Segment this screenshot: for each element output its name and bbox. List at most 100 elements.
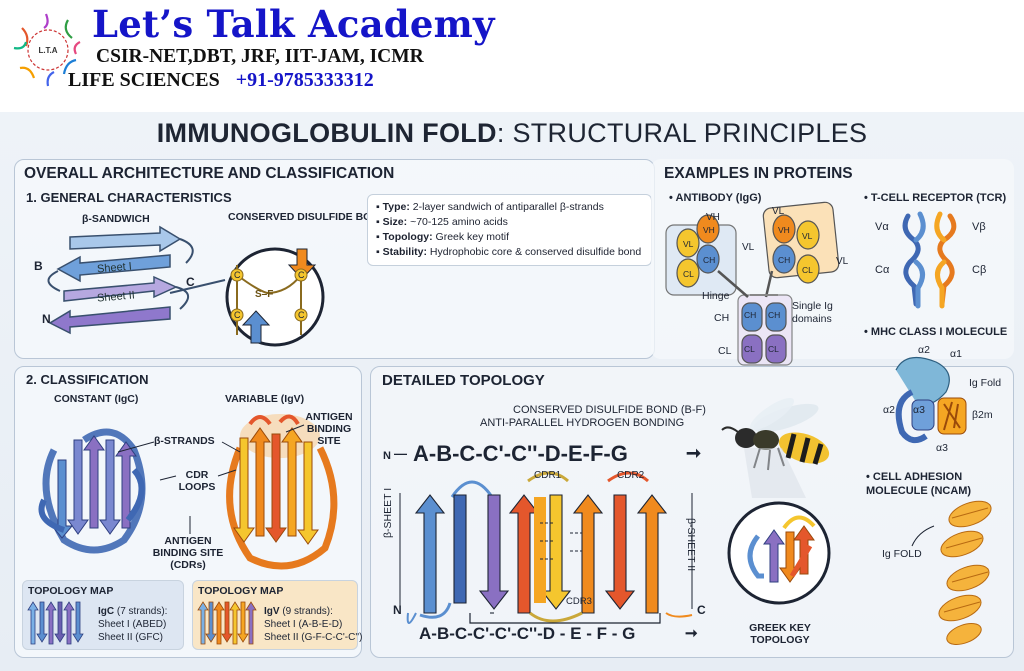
ncam-ig-fold-label: Ig FOLD: [882, 548, 922, 560]
alpha3-inner-label: α3: [913, 404, 925, 416]
poster-title: IMMUNOGLOBULIN FOLD: STRUCTURAL PRINCIPL…: [0, 118, 1024, 149]
b2m-label: β2m: [972, 409, 993, 421]
alpha1-label: α1: [950, 348, 962, 360]
strand-n-label: N: [42, 312, 51, 326]
igv-ribbon-structure: [226, 414, 338, 570]
strand-c-label: C: [186, 275, 195, 289]
c-beta-label: Cβ: [972, 264, 987, 276]
ch-domain-2: CH: [778, 255, 791, 265]
hinge-label: Hinge: [702, 290, 730, 302]
igv-map-arrows: [197, 601, 257, 645]
tcr-diagram: [902, 211, 957, 309]
characteristics-box: ▪ Type: 2-layer sandwich of antiparallel…: [367, 194, 652, 266]
vl-label-right: VL: [772, 206, 785, 217]
beta-sheet1-label: β-SHEET I: [382, 487, 394, 538]
hbond-label: ANTI-PARALLEL HYDROGEN BONDING: [480, 417, 685, 429]
cl-side-label: CL: [718, 345, 732, 357]
igc-map-arrows: [27, 601, 84, 645]
disulfide-bf-label: CONSERVED DISULFIDE BOND (B-F): [513, 404, 706, 416]
disulfide-zoom-diagram: [225, 247, 325, 347]
cl-stem-2: CL: [768, 344, 779, 354]
cys-4: C: [298, 310, 305, 320]
contact-line: LIFE SCIENCES +91-9785333312: [68, 69, 374, 92]
classification-heading: 2. CLASSIFICATION: [26, 372, 149, 387]
vl-label-left: VL: [742, 242, 755, 253]
cdr2-label: CDR2: [617, 470, 645, 481]
vh-label-left: VH: [706, 212, 720, 223]
top-sequence: A-B-C-C'-C''-D-E-F-G: [413, 441, 628, 466]
antibody-label: • ANTIBODY (IgG): [669, 192, 762, 204]
cl-domain-1: CL: [683, 269, 694, 279]
ig-fold-mhc-label: Ig Fold: [969, 377, 1002, 389]
ch-domain-1: CH: [703, 255, 716, 265]
antibody-igg-diagram: [665, 201, 840, 366]
tcr-label: • T-CELL RECEPTOR (TCR): [864, 192, 1007, 204]
brand-name: Let’s Talk Academy: [92, 2, 495, 46]
classification-callout-lines: [117, 424, 305, 534]
bottom-seq-arrow: ➞: [685, 625, 698, 642]
vl-domain-2: VL: [802, 231, 813, 241]
cys-2: C: [298, 270, 305, 280]
single-domains-label: Single Ig domains: [792, 300, 833, 325]
greek-key-zoom: [727, 448, 831, 605]
strand-b-label: B: [34, 259, 43, 273]
cdr3-label: CDR3: [566, 596, 592, 607]
alpha2-top-label: α2: [918, 344, 930, 356]
igc-map-title: TOPOLOGY MAP: [28, 585, 114, 597]
igv-map-text: IgV (9 strands):Sheet I (A-B-E-D)Sheet I…: [264, 606, 363, 643]
c-alpha-label: Cα: [875, 264, 890, 276]
fact-topology: ▪ Topology: Greek key motif: [376, 231, 510, 243]
fact-stability: ▪ Stability: Hydrophobic core & conserve…: [376, 246, 642, 258]
strand-c-terminus: C: [697, 603, 706, 617]
detailed-topology-strands: [399, 471, 693, 624]
title-rest: : STRUCTURAL PRINCIPLES: [496, 118, 868, 148]
v-beta-label: Vβ: [972, 221, 986, 233]
topology-heading: DETAILED TOPOLOGY: [382, 372, 545, 389]
vh-domain-2: VH: [778, 225, 790, 235]
fact-type: ▪ Type: 2-layer sandwich of antiparallel…: [376, 201, 604, 213]
exam-list: CSIR-NET,DBT, JRF, IIT-JAM, ICMR: [96, 46, 424, 67]
top-seq-n: N: [383, 450, 391, 462]
beta-sandwich-diagram: [47, 225, 226, 335]
ncam-callout-line: [911, 525, 935, 547]
ch-stem-1: CH: [744, 310, 757, 320]
vh-domain-1: VH: [703, 225, 715, 235]
alpha2-side-label: α2: [883, 404, 895, 416]
igc-map-text: IgC (7 strands):Sheet I (ABED)Sheet II (…: [98, 606, 168, 643]
cl-stem-1: CL: [744, 344, 755, 354]
ncam-diagram: [938, 500, 992, 645]
v-alpha-label: Vα: [875, 221, 889, 233]
top-seq-arrow: ➞: [686, 443, 702, 463]
mhc-diagram: [895, 356, 967, 444]
antigen-site-top-label: ANTIGEN BINDING SITE: [305, 411, 353, 447]
ch-stem-2: CH: [768, 310, 781, 320]
header-banner: L.T.A Let’s Talk Academy CSIR-NET,DBT, J…: [0, 0, 1024, 112]
ncam-label: • CELL ADHESION MOLECULE (NCAM): [866, 471, 972, 497]
antigen-site-bottom-label: ANTIGEN BINDING SITE (CDRs): [152, 535, 224, 571]
cdr-loops-label: CDR LOOPS: [178, 469, 216, 493]
igv-map-title: TOPOLOGY MAP: [198, 585, 284, 597]
mhc-label: • MHC CLASS I MOLECULE: [864, 326, 1008, 338]
cdr1-label: CDR1: [534, 470, 562, 481]
greek-key-label: GREEK KEY TOPOLOGY: [749, 622, 811, 646]
title-bold: IMMUNOGLOBULIN FOLD: [156, 118, 497, 148]
general-characteristics-heading: 1. GENERAL CHARACTERISTICS: [26, 190, 232, 205]
architecture-heading: OVERALL ARCHITECTURE AND CLASSIFICATION: [24, 165, 395, 182]
wasp-illustration: [721, 398, 830, 471]
cys-3: C: [234, 310, 241, 320]
academy-logo: L.T.A: [13, 13, 81, 87]
fact-size: ▪ Size: ~70-125 amino acids: [376, 216, 508, 228]
strand-n-terminus: N: [393, 603, 402, 617]
phone-number: +91-9785333312: [235, 69, 374, 91]
examples-heading: EXAMPLES IN PROTEINS: [664, 165, 853, 182]
beta-sheet2-label: β-SHEET II: [685, 518, 697, 572]
top-seq-dash: —: [394, 446, 407, 461]
subject-label: LIFE SCIENCES: [68, 69, 220, 91]
bottom-sequence: A-B-C-C'-C'-C''-D - E - F - G: [419, 624, 636, 643]
alpha3-bottom-label: α3: [936, 442, 948, 454]
igc-ribbon-structure: [38, 428, 146, 554]
variable-label: VARIABLE (IgV): [225, 393, 305, 405]
constant-label: CONSTANT (IgC): [54, 393, 139, 405]
logo-text: L.T.A: [38, 46, 57, 55]
cys-1: C: [234, 270, 241, 280]
